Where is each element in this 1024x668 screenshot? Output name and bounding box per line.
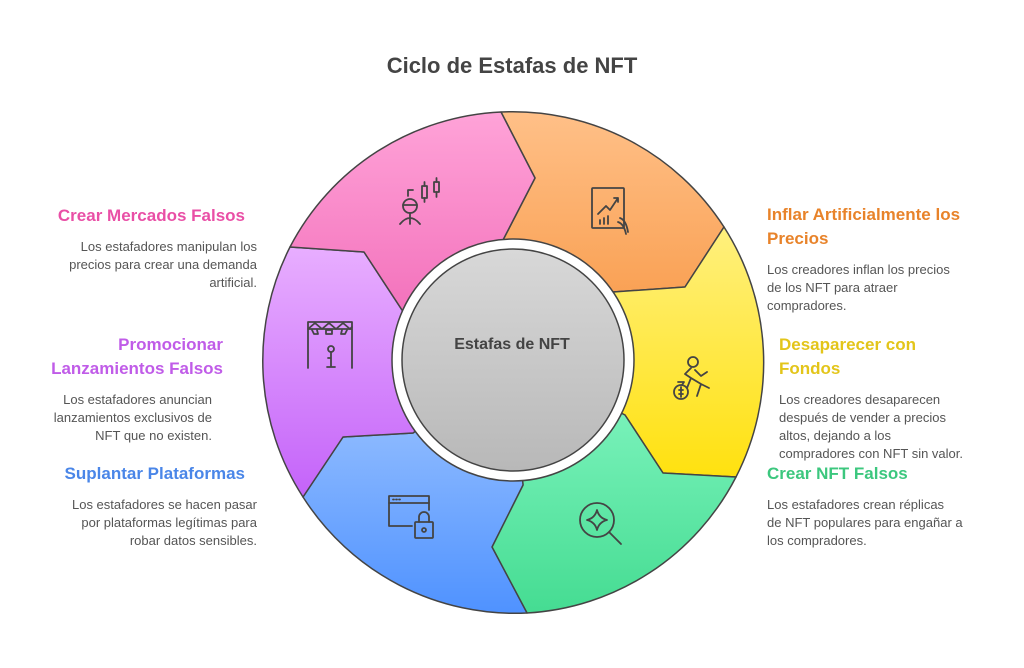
desc-line: precios para crear una demanda bbox=[69, 257, 257, 272]
step-promocionar-lanzamientos-falsos: Promocionar Lanzamientos Falsos Los esta… bbox=[51, 333, 257, 445]
desc-line: después de vender a precios bbox=[779, 410, 946, 425]
desc-line: Los estafadores manipulan los bbox=[80, 239, 257, 254]
step-title: Inflar Artificialmente los Precios bbox=[767, 203, 960, 251]
step-title: Crear Mercados Falsos bbox=[57, 206, 245, 225]
step-suplantar-plataformas: Suplantar Plataformas Los estafadores se… bbox=[65, 462, 257, 550]
step-title: Suplantar Plataformas bbox=[64, 464, 245, 483]
title-line: Lanzamientos Falsos bbox=[51, 359, 223, 378]
diagram-title: Ciclo de Estafas de NFT bbox=[386, 53, 638, 78]
running-with-money-icon bbox=[673, 356, 710, 400]
step-description: Los estafadores crean réplicas de NFT po… bbox=[767, 496, 963, 550]
step-inflar-precios: Inflar Artificialmente los Precios Los c… bbox=[767, 203, 960, 315]
step-description: Los creadores desaparecen después de ven… bbox=[779, 391, 963, 463]
desc-line: por plataformas legítimas para bbox=[81, 515, 257, 530]
desc-line: artificial. bbox=[209, 275, 257, 290]
desc-line: altos, dejando a los bbox=[779, 428, 892, 443]
center-circle bbox=[401, 248, 625, 472]
title-line: Fondos bbox=[779, 359, 841, 378]
title-line: Desaparecer con bbox=[779, 335, 917, 354]
step-description: Los estafadores manipulan los precios pa… bbox=[58, 238, 257, 292]
step-description: Los estafadores se hacen pasar por plata… bbox=[65, 496, 257, 550]
step-crear-nft-falsos: Crear NFT Falsos Los estafadores crean r… bbox=[767, 462, 963, 550]
step-title: Desaparecer con Fondos bbox=[779, 333, 963, 381]
title-line: Promocionar bbox=[118, 335, 223, 354]
desc-line: los compradores. bbox=[767, 533, 867, 548]
center-label: Estafas de NFT bbox=[454, 336, 570, 353]
title-line: Inflar Artificialmente los bbox=[767, 205, 961, 224]
desc-line: de los NFT para atraer bbox=[767, 280, 898, 295]
desc-line: compradores con NFT sin valor. bbox=[779, 446, 963, 461]
title-line: Precios bbox=[767, 229, 829, 248]
desc-line: Los estafadores crean réplicas bbox=[767, 497, 945, 512]
sparkle-search-icon bbox=[579, 502, 622, 545]
trader-candlestick-icon bbox=[399, 177, 440, 225]
desc-line: Los estafadores se hacen pasar bbox=[71, 497, 257, 512]
desc-line: robar datos sensibles. bbox=[129, 533, 257, 548]
step-title: Promocionar Lanzamientos Falsos bbox=[51, 333, 223, 381]
step-description: Los estafadores anuncian lanzamientos ex… bbox=[51, 391, 212, 445]
browser-lock-icon bbox=[388, 495, 434, 539]
desc-line: compradores. bbox=[767, 298, 847, 313]
step-description: Los creadores inflan los precios de los … bbox=[767, 261, 960, 315]
rising-chart-tablet-icon bbox=[591, 187, 629, 235]
segment-yellow bbox=[512, 226, 765, 478]
segment-purple bbox=[262, 246, 514, 498]
desc-line: NFT que no existen. bbox=[95, 428, 212, 443]
desc-line: Los estafadores anuncian bbox=[63, 392, 212, 407]
desc-line: Los creadores inflan los precios bbox=[767, 262, 950, 277]
desc-line: Los creadores desaparecen bbox=[779, 392, 941, 407]
desc-line: de NFT populares para engañar a bbox=[767, 515, 963, 530]
step-crear-mercados-falsos: Crear Mercados Falsos Los estafadores ma… bbox=[58, 204, 257, 292]
step-desaparecer-con-fondos: Desaparecer con Fondos Los creadores des… bbox=[779, 333, 963, 463]
stage-spotlight-icon bbox=[307, 321, 353, 369]
desc-line: lanzamientos exclusivos de bbox=[53, 410, 212, 425]
step-title: Crear NFT Falsos bbox=[767, 464, 908, 483]
